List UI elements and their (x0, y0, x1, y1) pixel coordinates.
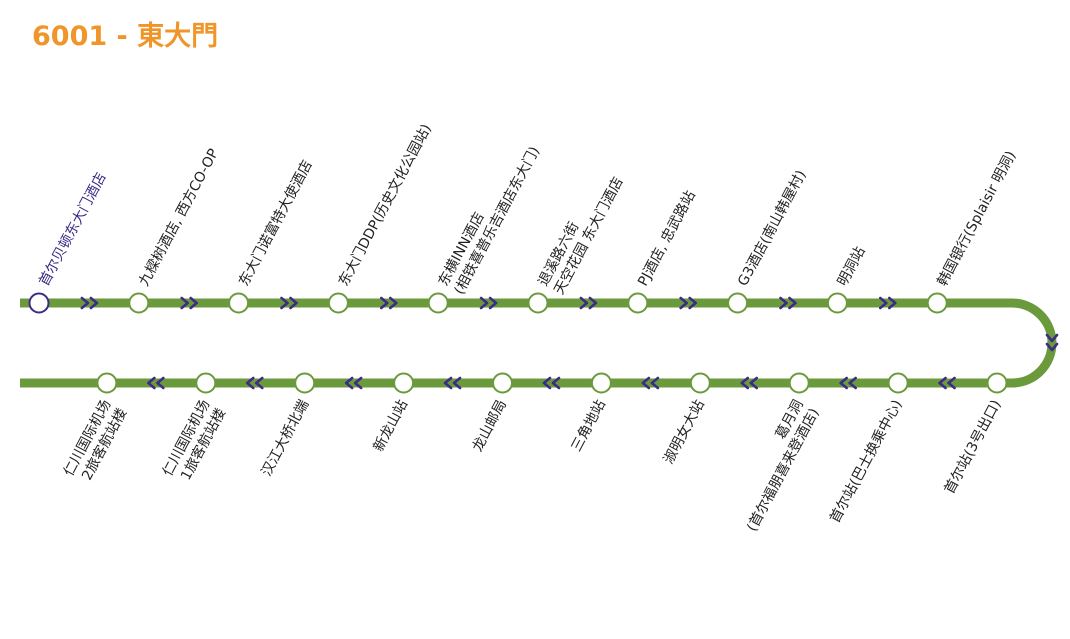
direction-arrow-icon (344, 376, 363, 390)
stop-label-line: PJ酒店, 忠武路站 (635, 188, 699, 289)
stop-label-line: 东大门DDP(历史文化公园站) (336, 122, 435, 289)
stop-marker[interactable] (294, 372, 316, 394)
stop-label-line: 首尔站(巴士换乘中心) (826, 397, 905, 526)
stop-label-line: G3酒店(南山韩屋村) (735, 168, 810, 289)
stop-label-line: 新龙山站 (371, 397, 411, 454)
stop-marker[interactable] (527, 292, 549, 314)
direction-arrow-icon (380, 296, 398, 310)
stop-marker[interactable] (492, 372, 513, 394)
stop-marker[interactable] (427, 292, 449, 314)
direction-arrow-icon (641, 376, 660, 390)
stop-marker[interactable] (228, 292, 250, 314)
direction-arrow-icon (779, 296, 797, 310)
stop-marker[interactable] (926, 292, 948, 314)
stop-label-line: 三角地站 (569, 397, 609, 454)
stop-label: 淑明女大站 (660, 397, 708, 467)
direction-arrow-icon (147, 376, 165, 390)
stop-label-line: 首尔贝顿东大门酒店 (36, 170, 109, 289)
stop-label: 新龙山站 (371, 397, 411, 454)
stop-label-line: 龙山邮局 (470, 397, 510, 454)
direction-arrow-icon (839, 376, 857, 390)
stop-label-line: (相铁喜普乐吉酒店东大门) (451, 144, 543, 297)
stop-markers (28, 292, 1008, 394)
direction-arrow-icon (740, 376, 759, 390)
stop-label: 明洞站 (835, 244, 869, 289)
stop-label-line: 韩国银行(Splaisir 明洞) (935, 149, 1020, 289)
direction-arrow-icon (579, 296, 598, 310)
direction-arrow-icon (879, 296, 897, 310)
stop-label-line: 九樑树酒店, 西方CO-OP (136, 146, 222, 289)
stop-marker[interactable] (689, 372, 711, 394)
direction-arrow-icon (245, 376, 264, 390)
direction-arrow-icon (542, 376, 561, 390)
stop-marker[interactable] (195, 372, 217, 394)
stop-label: 东大门DDP(历史文化公园站) (336, 122, 435, 289)
stop-label: G3酒店(南山韩屋村) (735, 168, 810, 289)
direction-arrow-icon (938, 376, 956, 390)
stop-marker[interactable] (327, 292, 349, 314)
stop-label: 退溪路六街天空花园 东大门酒店 (535, 166, 626, 297)
direction-arrow-icon (1045, 333, 1059, 352)
route-line (20, 298, 1057, 388)
stop-label: 龙山邮局 (470, 397, 510, 454)
stop-label: 葛月洞(首尔福朋喜来登酒店) (728, 397, 822, 534)
stop-label: 韩国银行(Splaisir 明洞) (935, 149, 1020, 289)
stop-label: 首尔站(巴士换乘中心) (826, 397, 905, 526)
stop-label-line: 东大门诺富特大使酒店 (235, 157, 316, 289)
direction-arrow-icon (80, 296, 99, 310)
stop-label: 仁川国际机场1旅客航站楼 (160, 397, 229, 487)
stop-marker[interactable] (590, 372, 612, 394)
stop-marker[interactable] (627, 292, 649, 314)
stop-label: 九樑树酒店, 西方CO-OP (136, 146, 222, 289)
stop-marker[interactable] (96, 372, 118, 394)
stop-label: 汉江大桥北端 (259, 397, 313, 479)
stop-marker[interactable] (788, 372, 810, 394)
direction-arrow-icon (280, 296, 298, 310)
stop-label: 首尔站(3号出口) (942, 397, 1005, 496)
stop-marker[interactable] (727, 292, 749, 314)
stop-marker[interactable] (986, 372, 1008, 394)
route-title: 6001 - 東大門 (32, 21, 219, 52)
stop-marker[interactable] (128, 292, 150, 314)
direction-arrow-icon (443, 376, 462, 390)
stop-label: 首尔贝顿东大门酒店 (36, 170, 109, 289)
direction-arrows (80, 296, 1059, 390)
stop-label-line: 汉江大桥北端 (259, 397, 313, 479)
stop-label: 东横INN酒店(相铁喜普乐吉酒店东大门) (436, 136, 543, 298)
stop-marker[interactable] (887, 372, 909, 394)
stop-label: 仁川国际机场2旅客航站楼 (61, 397, 130, 487)
stop-label-line: 首尔站(3号出口) (942, 397, 1005, 496)
direction-arrow-icon (679, 296, 697, 310)
stop-label: 三角地站 (569, 397, 609, 454)
stop-marker[interactable] (393, 372, 415, 394)
stop-label-line: 淑明女大站 (660, 397, 708, 467)
stop-marker[interactable] (826, 292, 848, 314)
stop-label-line: 明洞站 (835, 244, 869, 289)
route-path (20, 298, 1057, 388)
direction-arrow-icon (479, 296, 498, 310)
stop-label: PJ酒店, 忠武路站 (635, 188, 699, 289)
stop-label: 东大门诺富特大使酒店 (235, 157, 316, 289)
stop-marker[interactable] (28, 292, 50, 314)
direction-arrow-icon (180, 296, 198, 310)
